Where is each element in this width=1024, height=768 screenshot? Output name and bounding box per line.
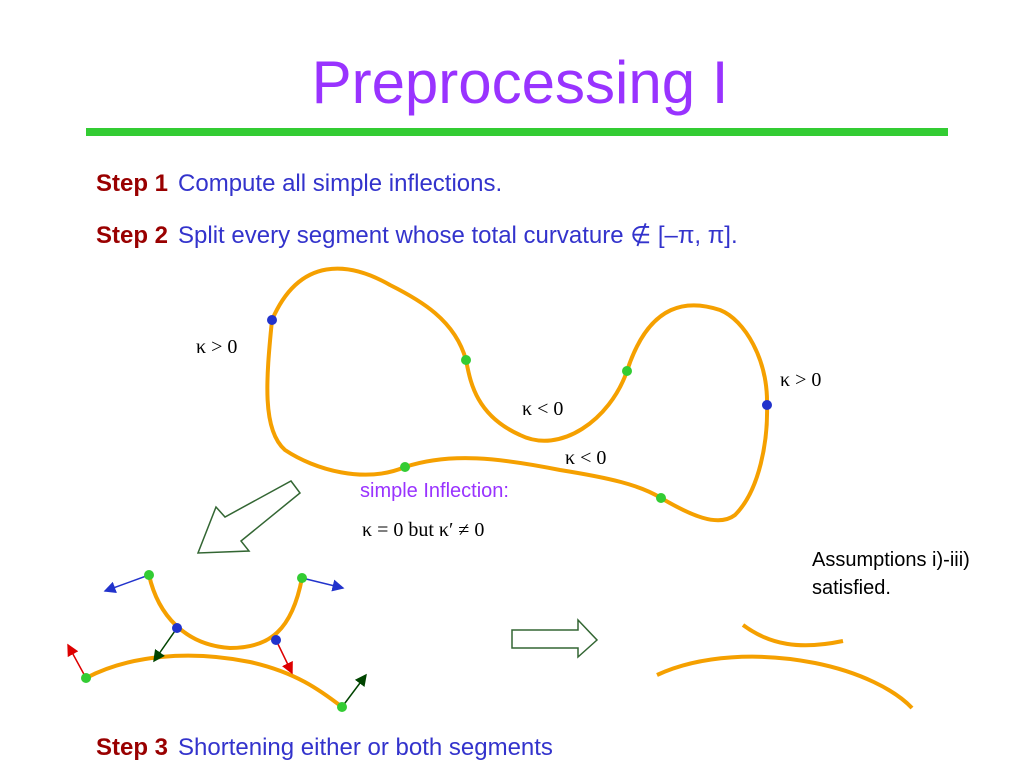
normal-arrow-red-right — [275, 639, 293, 675]
normal-arrow-red-left — [67, 643, 87, 679]
normal-arrow-blue-right — [301, 577, 345, 592]
right-arrow — [511, 618, 599, 659]
step-1: Step 1 Compute all simple inflections. — [96, 170, 502, 198]
step-1-text: Compute all simple inflections. — [178, 170, 503, 197]
kappa-neg-low-label: κ < 0 — [565, 447, 607, 469]
step-3: Step 3 Shortening either or both segments — [96, 734, 553, 762]
shortened-lower — [656, 654, 914, 710]
kappa-pos-right-label: κ > 0 — [780, 369, 822, 391]
shortened-upper — [741, 623, 844, 648]
split-point-right — [762, 400, 772, 410]
slide-title: Preprocessing I — [311, 49, 729, 116]
normal-arrow-blue-left — [103, 574, 150, 594]
step-3-text: Shortening either or both segments — [178, 734, 553, 761]
inflection-point-3 — [400, 462, 410, 472]
split-point-b — [271, 635, 281, 645]
inflection-condition: κ = 0 but κ′ ≠ 0 — [362, 519, 485, 541]
step-2-label: Step 2 — [96, 222, 169, 249]
step-2: Step 2 Split every segment whose total cu… — [96, 221, 738, 250]
kappa-pos-left-label: κ > 0 — [196, 336, 238, 358]
step-1-label: Step 1 — [96, 170, 169, 197]
assumption-line-1: Assumptions i)-iii) — [812, 549, 970, 571]
endpoint-4 — [337, 702, 347, 712]
main-curve — [265, 266, 770, 523]
step-3-label: Step 3 — [96, 734, 169, 761]
kappa-neg-mid-label: κ < 0 — [522, 398, 564, 420]
endpoint-2 — [297, 573, 307, 583]
inflection-point-2 — [622, 366, 632, 376]
normal-arrow-green-right — [341, 673, 367, 708]
upper-segment — [147, 574, 304, 651]
inflection-title: simple Inflection: — [360, 480, 509, 502]
lower-segment — [85, 653, 344, 709]
step-2-text: Split every segment whose total curvatur… — [178, 222, 738, 249]
inflection-point-4 — [656, 493, 666, 503]
split-point-left — [267, 315, 277, 325]
inflection-point-1 — [461, 355, 471, 365]
split-point-a — [172, 623, 182, 633]
endpoint-3 — [81, 673, 91, 683]
down-left-arrow — [196, 480, 302, 554]
normal-arrow-green-left — [153, 627, 178, 663]
endpoint-1 — [144, 570, 154, 580]
assumption-line-2: satisfied. — [812, 577, 891, 599]
title-underline — [86, 128, 948, 136]
assumption-note: Assumptions i)-iii) satisfied. — [812, 546, 1022, 602]
